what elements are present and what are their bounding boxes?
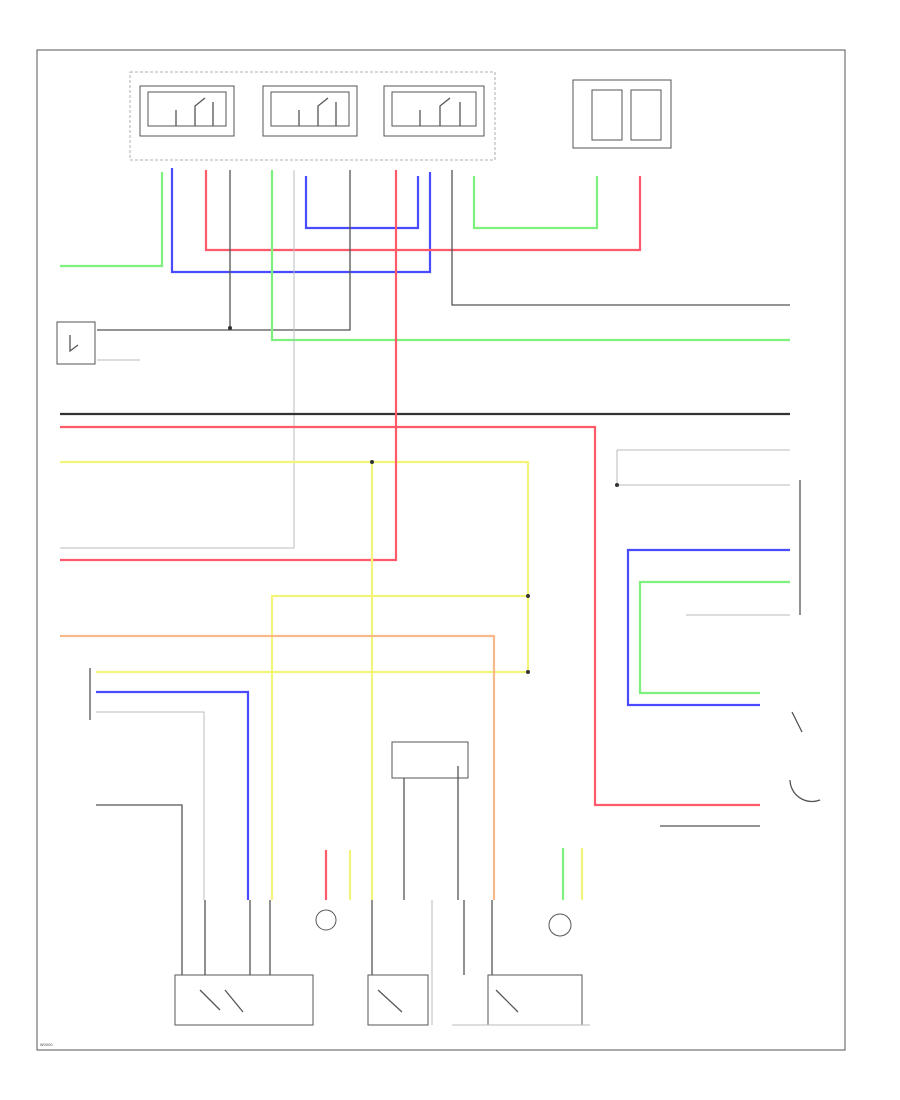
diagram-frame xyxy=(36,49,846,1051)
wire-black-relay2 xyxy=(97,170,351,331)
wire-green-right xyxy=(638,580,790,695)
wire-green-long xyxy=(270,170,790,342)
motor-box-left xyxy=(174,900,314,1026)
center-module xyxy=(391,741,469,900)
wire-red-vertical-center xyxy=(60,170,398,562)
splice-dot-1 xyxy=(228,326,232,330)
wire-blue-right xyxy=(626,548,790,707)
splice-dot-2 xyxy=(370,460,374,464)
switch-right-lower xyxy=(789,711,821,803)
splice-dot-4 xyxy=(526,670,530,674)
relay-2 xyxy=(262,85,358,137)
wire-black-bottom-left xyxy=(96,804,183,975)
connector-center-a xyxy=(324,850,352,900)
wire-green-top-right xyxy=(472,176,599,230)
switch-module-top-right xyxy=(572,79,672,149)
separator-bottom xyxy=(431,900,590,1026)
wire-blue-lower-left xyxy=(96,690,250,900)
motor-box-right xyxy=(463,900,583,1026)
wire-yellow-mid xyxy=(270,594,528,900)
switch-box-left xyxy=(56,321,96,365)
wire-orange xyxy=(60,634,496,900)
wire-black-relay3 xyxy=(451,170,790,306)
relay-3 xyxy=(383,85,485,137)
splice-dot-3 xyxy=(526,594,530,598)
relay-group-outline xyxy=(129,71,496,161)
wire-red-top xyxy=(204,170,642,252)
wire-gray-lower-left xyxy=(96,711,205,900)
bus-red xyxy=(60,425,760,807)
connector-right-a xyxy=(561,848,584,900)
bus-yellow xyxy=(60,460,530,674)
wire-blue-top xyxy=(170,168,432,274)
relay-1 xyxy=(139,85,235,137)
splice-dot-5 xyxy=(615,483,619,487)
wire-gray-right-vert xyxy=(616,449,790,486)
motor-box-center xyxy=(315,900,429,1026)
wire-blue-top-mid xyxy=(304,176,420,230)
wire-green-left xyxy=(60,172,164,268)
footer-code: W0000 xyxy=(40,1043,53,1047)
